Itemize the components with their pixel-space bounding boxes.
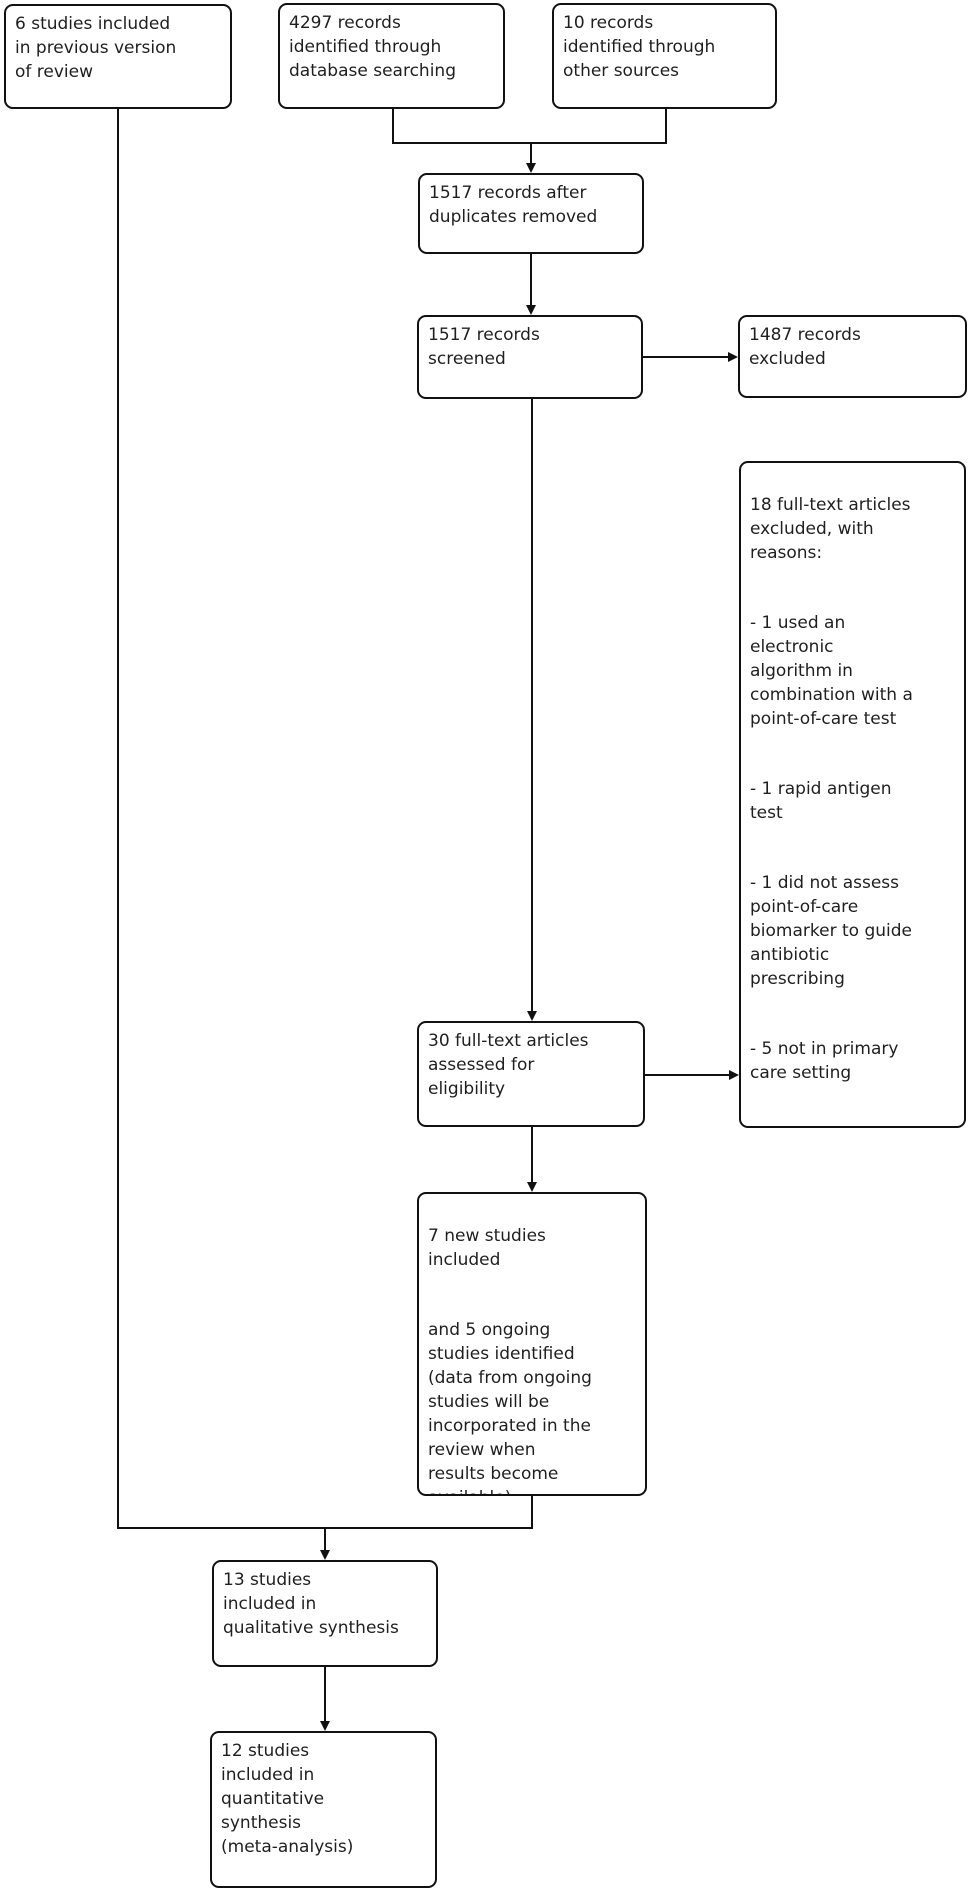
arrowhead-into-duplicates: [526, 163, 536, 173]
box-records-screened: 1517 records screened: [417, 315, 643, 399]
box-records-excluded: 1487 records excluded: [738, 315, 967, 398]
connector-assessed-to-new: [531, 1127, 533, 1183]
connector-other-down: [665, 109, 667, 144]
arrowhead-into-excluded: [728, 352, 738, 362]
box-qualitative-synthesis: 13 studies included in qualitative synth…: [212, 1560, 438, 1667]
box-fulltext-assessed: 30 full-text articles assessed for eligi…: [417, 1021, 645, 1127]
connector-assessed-to-reasons: [645, 1074, 730, 1076]
connector-screened-to-assessed: [531, 399, 533, 1012]
connector-merge-to-duplicates: [530, 142, 532, 165]
connector-duplicates-to-screened: [530, 254, 532, 306]
ongoing-studies-text: and 5 ongoing studies identified (data f…: [428, 1320, 592, 1494]
connector-previous-down: [117, 109, 119, 1529]
arrowhead-into-assessed: [527, 1011, 537, 1021]
box-quantitative-synthesis: 12 studies included in quantitative synt…: [210, 1731, 437, 1888]
reason-item: - 1 used an electronic algorithm in comb…: [750, 613, 913, 729]
connector-merge-to-qualitative: [324, 1527, 326, 1551]
connector-database-down: [392, 109, 394, 144]
connector-new-down: [531, 1496, 533, 1529]
arrowhead-into-quantitative: [320, 1721, 330, 1731]
reasons-intro: 18 full-text articles excluded, with rea…: [750, 495, 911, 563]
box-records-after-duplicates: 1517 records after duplicates removed: [418, 173, 644, 254]
box-records-other-sources: 10 records identified through other sour…: [552, 3, 777, 109]
reason-item: - 5 not in primary care setting: [750, 1039, 899, 1083]
reason-item: - 1 did not assess point-of-care biomark…: [750, 873, 912, 989]
reason-item: - 1 rapid antigen test: [750, 779, 892, 823]
connector-qualitative-to-quantitative: [324, 1667, 326, 1722]
arrowhead-into-screened: [526, 305, 536, 315]
box-previous-version-studies: 6 studies included in previous version o…: [4, 4, 232, 109]
new-studies-text: 7 new studies included: [428, 1226, 546, 1270]
box-new-and-ongoing-studies: 7 new studies included and 5 ongoing stu…: [417, 1192, 647, 1496]
connector-merge-horizontal: [392, 142, 667, 144]
box-records-database-searching: 4297 records identified through database…: [278, 3, 505, 109]
arrowhead-into-new: [527, 1182, 537, 1192]
connector-screened-to-excluded: [643, 356, 729, 358]
arrowhead-into-qualitative: [320, 1550, 330, 1560]
arrowhead-into-reasons: [729, 1070, 739, 1080]
box-fulltext-excluded-reasons: 18 full-text articles excluded, with rea…: [739, 461, 966, 1128]
